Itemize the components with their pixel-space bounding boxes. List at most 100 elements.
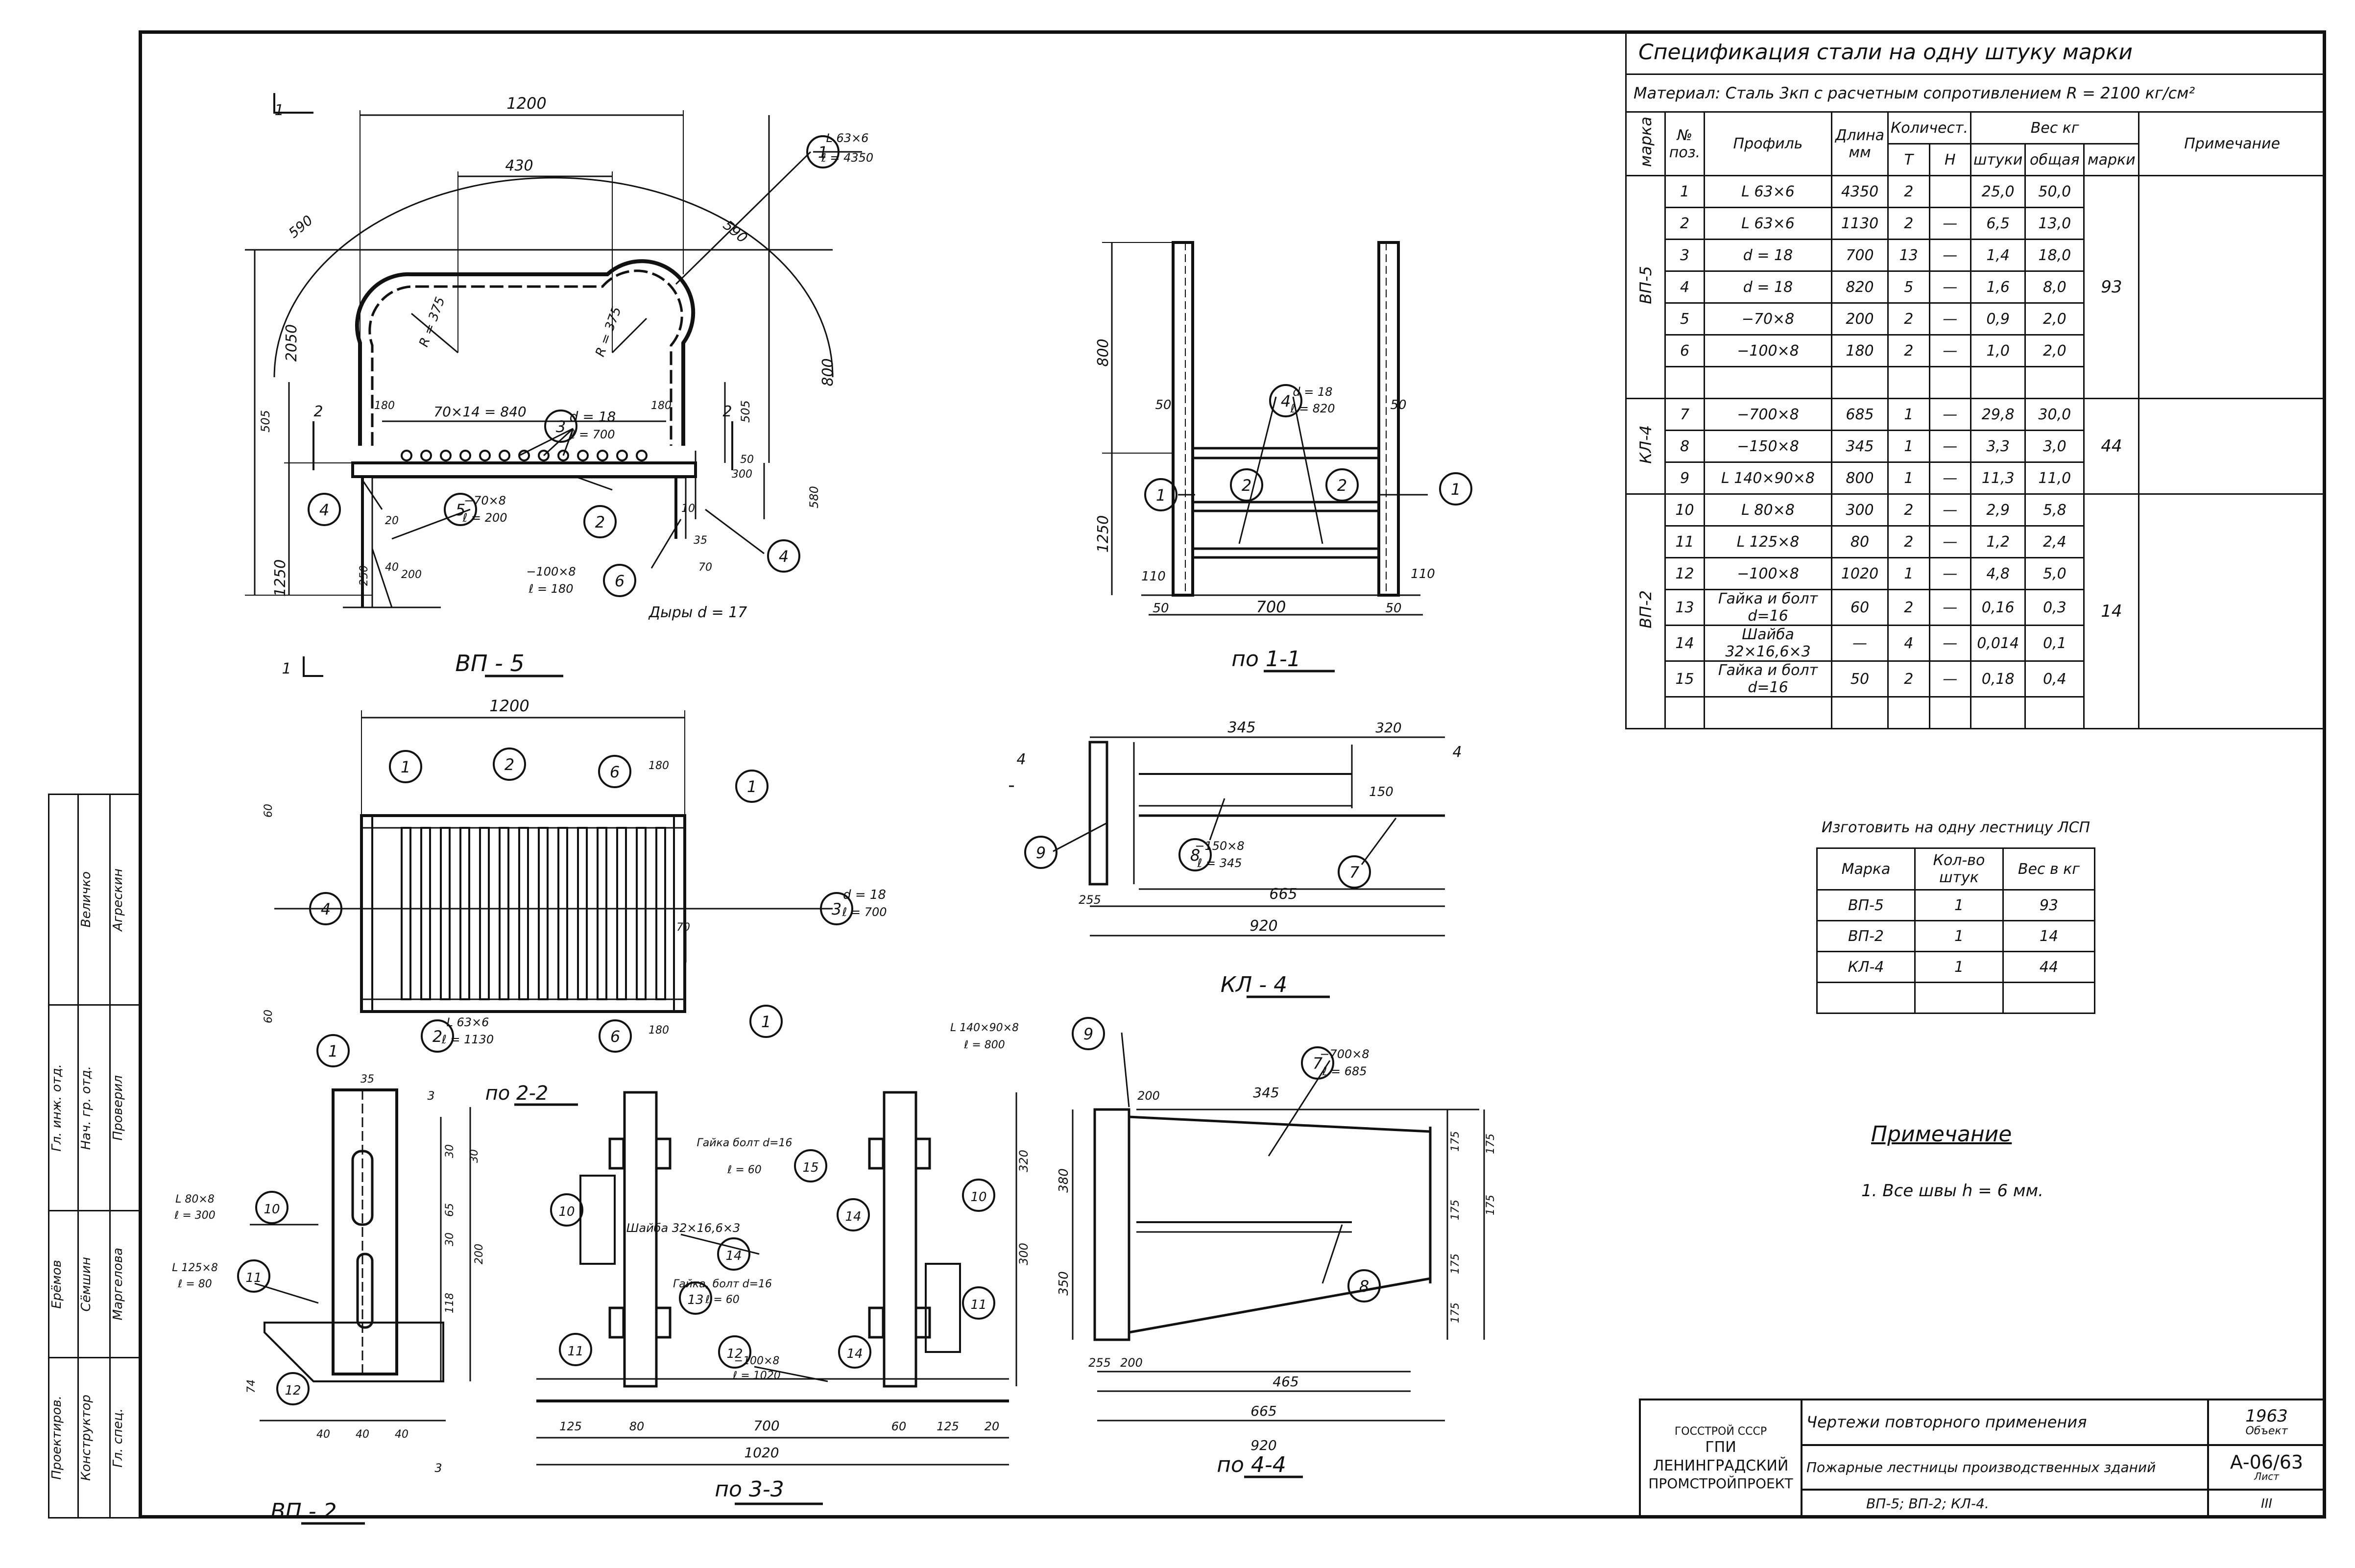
callout-number: 8 — [1359, 1277, 1369, 1296]
drawing-label: 255 — [1088, 1356, 1111, 1370]
spec-cell-wt: 8,0 — [2024, 270, 2085, 304]
spec-cell-pos — [1664, 696, 1705, 729]
drawing-label: 175 — [1449, 1303, 1462, 1323]
drawing-label: 125 — [937, 1420, 959, 1433]
drawing-label: 40 — [316, 1428, 330, 1441]
drawing-label: 175 — [1449, 1254, 1462, 1274]
spec-group-marka: КЛ-4 — [1636, 425, 1655, 464]
callout-number: 6 — [615, 572, 625, 590]
spec-cell-wp: 1,0 — [1970, 334, 2026, 367]
spec-cell-pos: 11 — [1664, 525, 1705, 558]
spec-group-marka: ВП-5 — [1636, 266, 1655, 304]
view-section-2-2 — [250, 1088, 471, 1422]
callout-number: 1 — [1156, 486, 1166, 505]
plan-rung — [459, 827, 470, 1000]
callouts-vp5 — [308, 135, 840, 597]
sig-role-6: Конструктор — [79, 1395, 94, 1481]
spec-cell-wp: 4,8 — [1970, 557, 2026, 590]
spec-cell-profile: Шайба 32×16,6×3 — [1704, 625, 1832, 662]
sig-col3-1: Проверил — [111, 1075, 125, 1141]
drawing-label: ℓ = 685 — [1322, 1064, 1367, 1078]
drawing-label: 590 — [720, 217, 750, 246]
org-city: ЛЕНИНГРАДСКИЙ — [1653, 1457, 1789, 1474]
spec-cell-pos: 4 — [1664, 270, 1705, 304]
sig-name-1: Величко — [79, 871, 94, 928]
spec-cell-t: 1 — [1887, 461, 1930, 495]
org-ministry: ГОССТРОЙ СССР — [1674, 1425, 1767, 1438]
spec-cell-wp: 3,3 — [1970, 430, 2026, 463]
spec-cell-n: — — [1928, 557, 1972, 590]
callout-number: 10 — [264, 1202, 280, 1217]
view-kl4 — [1009, 736, 1445, 937]
spec-cell-pos: 9 — [1664, 461, 1705, 495]
drawing-label: 125 — [559, 1420, 582, 1433]
drawing-label: Шайба 32×16,6×3 — [626, 1221, 741, 1235]
object-label: Объект — [2245, 1424, 2288, 1437]
callout-number: 6 — [610, 763, 620, 781]
drawing-label: 250 — [358, 565, 370, 586]
drawing-label: 665 — [1269, 886, 1297, 903]
spec-cell-wt: 0,4 — [2024, 660, 2085, 698]
order-hdr-qty: Кол-во штук — [1914, 847, 2004, 891]
sig-role-1: Гл. инж. отд. — [49, 1064, 64, 1152]
drawing-label: 70×14 = 840 — [433, 404, 526, 420]
spec-cell-len: 345 — [1831, 430, 1889, 463]
drawing-label: ℓ = 1130 — [441, 1033, 494, 1046]
spec-cell-len: 60 — [1831, 589, 1889, 626]
spec-cell-profile: L 63×6 — [1704, 175, 1832, 208]
order-cell: ВП-5 — [1816, 889, 1916, 921]
callout-number: 4 — [319, 501, 329, 519]
callout-number: 4 — [1281, 392, 1291, 410]
callout-number: 6 — [610, 1027, 620, 1046]
spec-cell-t: 1 — [1887, 398, 1930, 431]
spec-cell-n: — — [1928, 430, 1972, 463]
drawing-label: 1 — [274, 102, 284, 119]
spec-cell-n: — — [1928, 398, 1972, 431]
spec-cell-profile: L 80×8 — [1704, 493, 1832, 527]
drawing-label: 110 — [1411, 567, 1435, 581]
spec-cell-len: 4350 — [1831, 175, 1889, 208]
spec-cell-wp: 1,2 — [1970, 525, 2026, 558]
spec-cell-profile: L 125×8 — [1704, 525, 1832, 558]
drawing-label: 1200 — [506, 94, 546, 113]
drawing-label: ℓ = 80 — [177, 1278, 212, 1290]
sig-name-7: Маргелова — [111, 1248, 125, 1321]
spec-cell-wt: 18,0 — [2024, 239, 2085, 272]
order-cell — [1914, 982, 2004, 1014]
spec-group-note — [2138, 175, 2326, 399]
spec-cell-wp: 0,16 — [1970, 589, 2026, 626]
sig-role-3: Гл. спец. — [111, 1408, 125, 1468]
drawing-label: 1250 — [1095, 515, 1112, 553]
spec-cell-t: 1 — [1887, 557, 1930, 590]
drawing-label: 60 — [891, 1420, 907, 1433]
subject-title: Пожарные лестницы производственных здани… — [1801, 1444, 2209, 1491]
drawing-label: ℓ = 800 — [963, 1039, 1005, 1051]
spec-cell-wp: 1,4 — [1970, 239, 2026, 272]
spec-cell-t: 2 — [1887, 589, 1930, 626]
spec-cell-len: 200 — [1831, 302, 1889, 336]
spec-group-weight: 14 — [2083, 493, 2140, 729]
spec-cell-len: 1130 — [1831, 207, 1889, 240]
view-section-1-1 — [1102, 241, 1428, 616]
drawing-label: 175 — [1485, 1134, 1497, 1154]
spec-cell-t: 2 — [1887, 175, 1930, 208]
spec-cell-profile — [1704, 366, 1832, 399]
drawing-label: Дыры d = 17 — [648, 604, 747, 621]
callouts-section-3-3 — [550, 1149, 995, 1369]
spec-cell-n: — — [1928, 525, 1972, 558]
plan-rung — [401, 827, 411, 1000]
spec-cell-profile: d = 18 — [1704, 270, 1832, 304]
spec-cell-n: — — [1928, 461, 1972, 495]
drawing-label: 4 — [1452, 744, 1462, 761]
drawing-label: 800 — [1095, 338, 1112, 366]
spec-cell-wp: 29,8 — [1970, 398, 2026, 431]
order-cell: 1 — [1914, 920, 2004, 952]
spec-cell-pos: 3 — [1664, 239, 1705, 272]
drawing-label: 380 — [1057, 1168, 1071, 1193]
drawing-label: по 4-4 — [1217, 1452, 1286, 1477]
